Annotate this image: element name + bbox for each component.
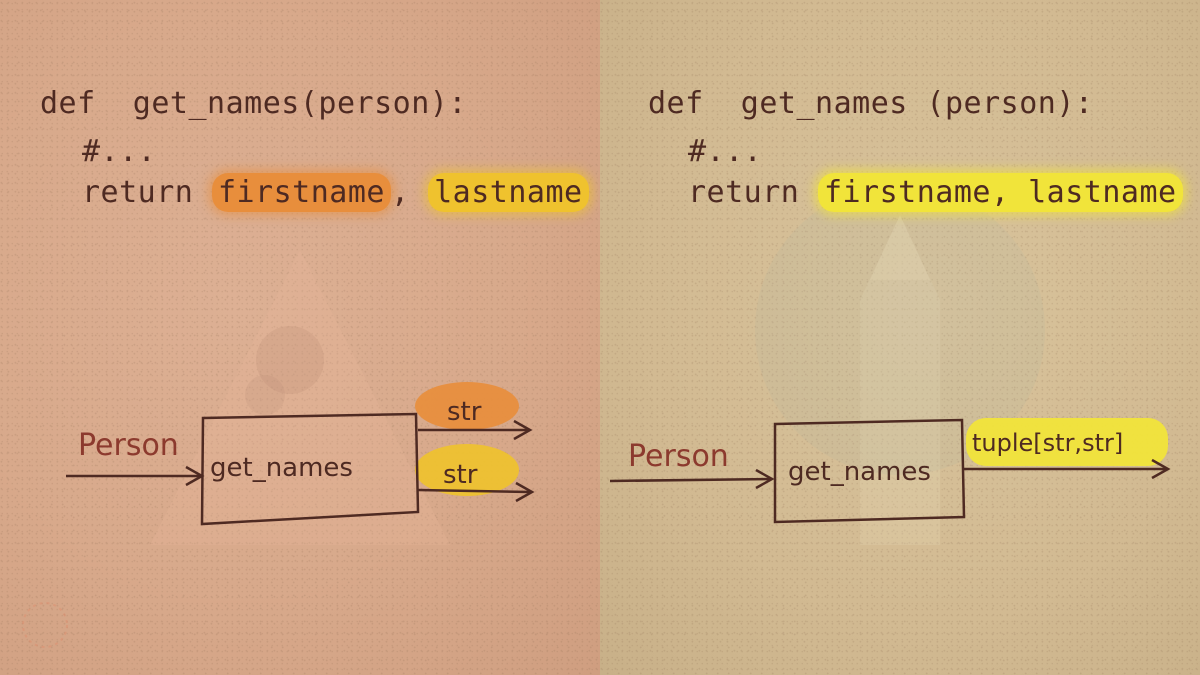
output-highlight-yellow	[966, 418, 1168, 466]
function-box	[773, 418, 966, 524]
left-watermark	[22, 326, 324, 648]
return-value-firstname: firstname	[211, 173, 391, 212]
paper-texture	[600, 0, 1200, 675]
left-panel: def get_names(person): #... return first…	[0, 0, 600, 675]
return-value-tuple: firstname, lastname	[817, 173, 1183, 212]
output-highlight-amber	[415, 444, 519, 496]
return-value-lastname: lastname	[428, 173, 589, 212]
function-box	[200, 412, 420, 526]
input-label: Person	[78, 428, 179, 463]
right-watermark	[755, 185, 1045, 545]
code-comment-line: #...	[688, 134, 763, 169]
return-separator: ,	[391, 175, 410, 210]
paper-texture	[0, 0, 600, 675]
input-arrow	[609, 477, 771, 483]
code-return-line: return firstname, lastname	[82, 173, 589, 212]
code-def-line: def get_names(person):	[40, 86, 467, 121]
right-panel: def get_names (person): #... return firs…	[600, 0, 1200, 675]
function-name: get_names	[210, 453, 353, 483]
return-keyword: return	[82, 175, 194, 210]
code-comment-line: #...	[82, 134, 157, 169]
code-return-line: return firstname, lastname	[688, 173, 1183, 212]
output-type-tuple: tuple[str,str]	[972, 429, 1123, 457]
right-function-diagram: Person get_names tuple[str,str]	[609, 418, 1171, 524]
output-type-1: str	[447, 397, 482, 427]
code-def-line: def get_names (person):	[648, 86, 1094, 121]
function-name: get_names	[788, 457, 931, 487]
left-function-diagram: Person get_names str str	[66, 382, 535, 526]
output-highlight-orange	[415, 382, 519, 430]
output-arrow-2	[417, 488, 531, 494]
return-keyword: return	[688, 175, 800, 210]
input-label: Person	[628, 439, 729, 474]
output-type-2: str	[443, 460, 478, 490]
